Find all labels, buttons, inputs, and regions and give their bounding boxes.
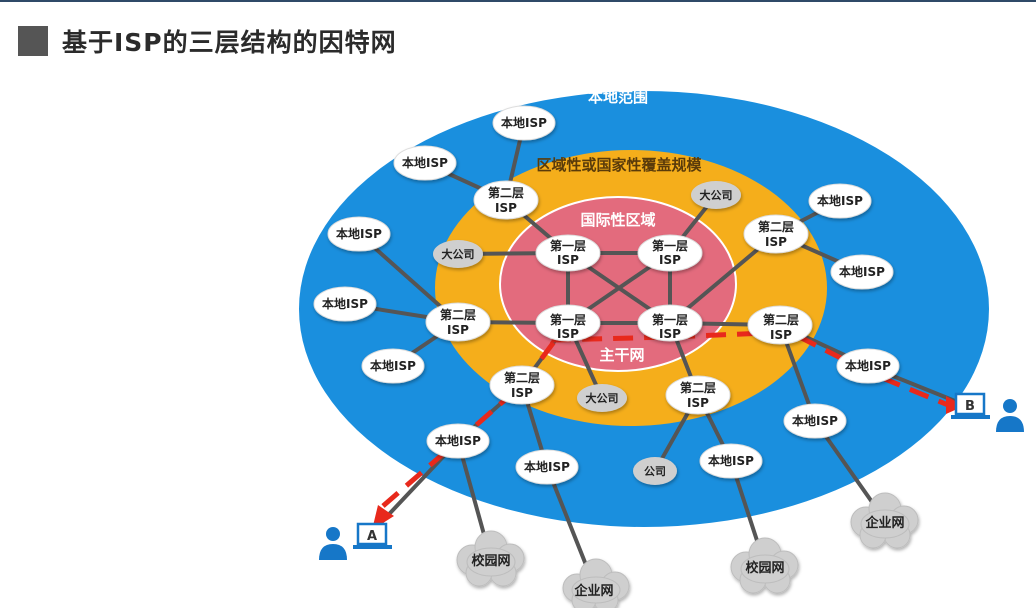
svg-text:本地ISP: 本地ISP: [370, 358, 416, 373]
cloud-campus-network-1-label: 校园网: [471, 553, 510, 569]
svg-text:本地ISP: 本地ISP: [817, 193, 863, 208]
tier1-isp-bottom-right: 第一层 ISP: [637, 304, 703, 342]
local-scope-label: 本地范围: [588, 88, 648, 106]
user-icon: [996, 399, 1024, 432]
host-b: B: [951, 392, 1024, 432]
local-isp-7: 本地ISP: [515, 449, 579, 485]
laptop-icon: [951, 392, 990, 419]
svg-text:第二层: 第二层: [763, 312, 799, 327]
svg-text:ISP: ISP: [659, 327, 681, 341]
svg-text:第一层: 第一层: [652, 312, 688, 327]
cloud-enterprise-network-1-label: 企业网: [573, 583, 613, 599]
local-isp-9: 本地ISP: [783, 403, 847, 439]
big-company-left: 大公司: [433, 240, 483, 268]
svg-text:本地ISP: 本地ISP: [435, 433, 481, 448]
svg-text:本地ISP: 本地ISP: [524, 459, 570, 474]
svg-text:第二层: 第二层: [440, 307, 476, 322]
local-isp-2: 本地ISP: [393, 145, 457, 181]
host-a-label: A: [367, 529, 377, 544]
user-icon: [319, 527, 347, 560]
tier2-isp-right: 第二层 ISP: [747, 305, 813, 345]
tier1-isp-top-left: 第一层 ISP: [535, 234, 601, 272]
laptop-icon: [353, 522, 392, 549]
local-isp-10: 本地ISP: [836, 348, 900, 384]
title-text: 基于ISP的三层结构的因特网: [62, 28, 397, 57]
svg-text:大公司: 大公司: [700, 188, 733, 202]
local-isp-8: 本地ISP: [699, 443, 763, 479]
cloud-campus-network-2: [730, 537, 799, 594]
backbone-label: 主干网: [599, 346, 644, 364]
svg-text:本地ISP: 本地ISP: [402, 155, 448, 170]
top-bar: [0, 0, 1036, 2]
tier2-isp-bottom: 第二层 ISP: [665, 375, 731, 415]
svg-text:ISP: ISP: [557, 327, 579, 341]
international-label: 国际性区域: [580, 211, 655, 229]
svg-text:ISP: ISP: [447, 323, 469, 337]
svg-text:大公司: 大公司: [586, 391, 619, 405]
svg-text:本地ISP: 本地ISP: [839, 264, 885, 279]
svg-text:ISP: ISP: [511, 386, 533, 400]
svg-text:第二层: 第二层: [758, 219, 794, 234]
cloud-campus-network-1: [456, 530, 525, 587]
svg-text:本地ISP: 本地ISP: [708, 453, 754, 468]
svg-text:本地ISP: 本地ISP: [845, 358, 891, 373]
tier2-isp-top: 第二层 ISP: [473, 180, 539, 220]
local-isp-3: 本地ISP: [327, 216, 391, 252]
cloud-enterprise-network-2: [850, 492, 919, 549]
regional-scope-label: 区域性或国家性覆盖规模: [536, 156, 702, 174]
cloud-campus-network-2-label: 校园网: [745, 560, 784, 576]
title-bullet-square: [18, 26, 48, 56]
svg-text:第二层: 第二层: [504, 370, 540, 385]
tier2-isp-left: 第二层 ISP: [425, 302, 491, 342]
cloud-enterprise-network-2-label: 企业网: [864, 515, 904, 531]
host-a: A: [319, 522, 392, 560]
svg-text:本地ISP: 本地ISP: [501, 115, 547, 130]
big-company-bottom: 大公司: [577, 384, 627, 412]
tier2-isp-right-top: 第二层 ISP: [743, 214, 809, 254]
company-node: 公司: [633, 457, 677, 485]
svg-text:第二层: 第二层: [488, 185, 524, 200]
local-isp-12: 本地ISP: [808, 183, 872, 219]
svg-text:ISP: ISP: [495, 201, 517, 215]
svg-text:公司: 公司: [644, 465, 666, 478]
host-b-label: B: [965, 399, 975, 414]
local-isp-4: 本地ISP: [313, 286, 377, 322]
svg-text:ISP: ISP: [557, 253, 579, 267]
tier2-isp-bottom-left: 第二层 ISP: [489, 365, 555, 405]
svg-text:第二层: 第二层: [680, 380, 716, 395]
local-isp-1: 本地ISP: [492, 105, 556, 141]
svg-text:ISP: ISP: [770, 328, 792, 342]
local-isp-5: 本地ISP: [361, 348, 425, 384]
svg-text:第一层: 第一层: [550, 312, 586, 327]
tier1-isp-top-right: 第一层 ISP: [637, 234, 703, 272]
svg-text:ISP: ISP: [687, 396, 709, 410]
svg-text:本地ISP: 本地ISP: [322, 296, 368, 311]
tier1-isp-bottom-left: 第一层 ISP: [535, 304, 601, 342]
big-company-top: 大公司: [691, 181, 741, 209]
cloud-enterprise-network-1: [562, 558, 630, 608]
svg-text:ISP: ISP: [765, 235, 787, 249]
slide-title: 基于ISP的三层结构的因特网: [18, 24, 397, 58]
local-isp-11: 本地ISP: [830, 254, 894, 290]
svg-text:本地ISP: 本地ISP: [336, 226, 382, 241]
svg-text:本地ISP: 本地ISP: [792, 413, 838, 428]
svg-text:第一层: 第一层: [550, 238, 586, 253]
svg-text:大公司: 大公司: [442, 247, 475, 261]
local-isp-6: 本地ISP: [426, 423, 490, 459]
svg-text:第一层: 第一层: [652, 238, 688, 253]
svg-text:ISP: ISP: [659, 253, 681, 267]
